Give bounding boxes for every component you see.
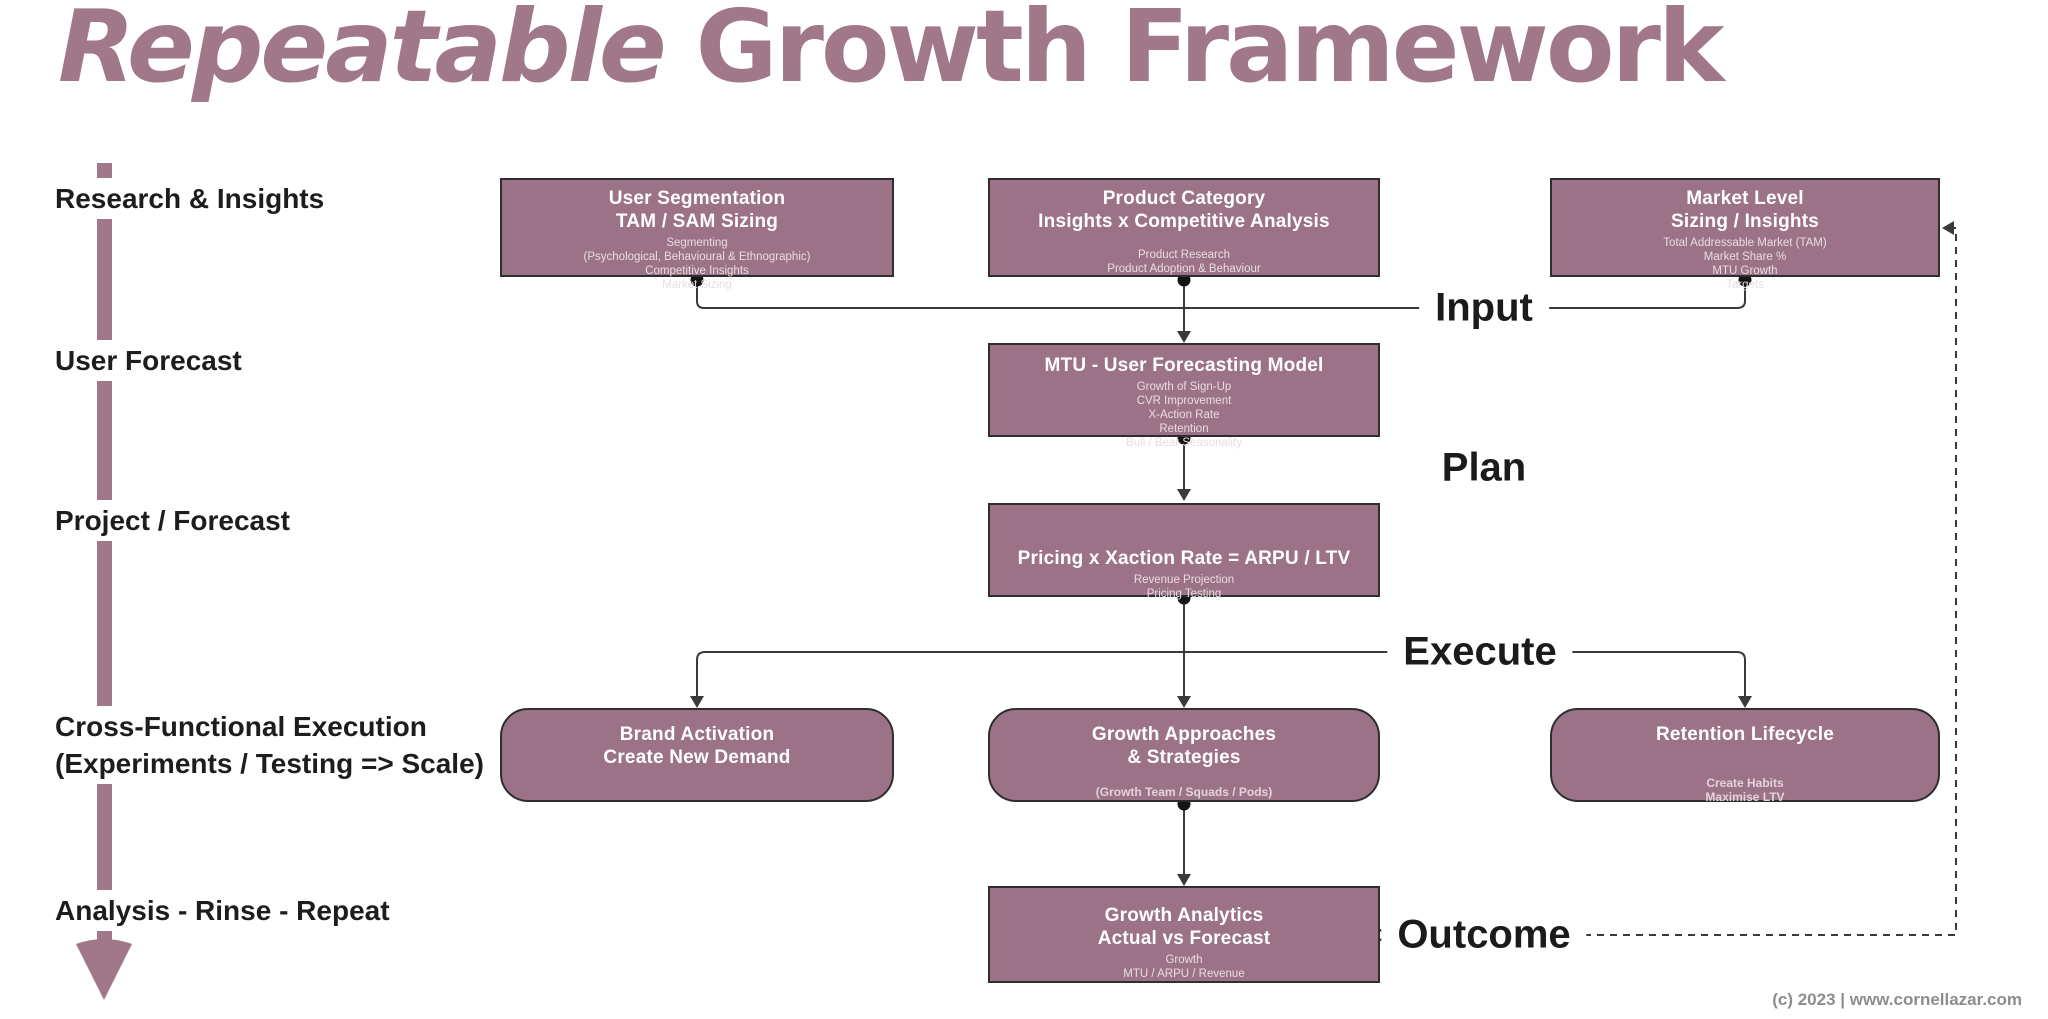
node-market-level: Market Level Sizing / Insights Total Add… xyxy=(1550,178,1940,291)
node-title: Market Level xyxy=(1686,188,1804,209)
node-title: Pricing x Xaction Rate = ARPU / LTV xyxy=(1017,548,1351,569)
node-title: Growth Approaches xyxy=(1091,724,1277,745)
stage-label-execute: Execute xyxy=(1387,629,1573,675)
stage-label-outcome: Outcome xyxy=(1381,912,1587,958)
node-user-segmentation: User Segmentation TAM / SAM Sizing Segme… xyxy=(500,178,894,291)
rail-label-cross-functional: Cross-Functional Execution (Experiments … xyxy=(52,706,494,784)
node-body: Revenue Projection Pricing Testing xyxy=(1133,574,1235,600)
node-body: Growth MTU / ARPU / Revenue xyxy=(1123,954,1245,980)
node-title: Actual vs Forecast xyxy=(1097,928,1271,949)
rail-label-cross-functional-line1: Cross-Functional Execution xyxy=(55,711,427,742)
page-title-italic: Repeatable xyxy=(58,0,667,105)
node-product-category: Product Category Insights x Competitive … xyxy=(988,178,1380,277)
node-title: TAM / SAM Sizing xyxy=(615,211,779,232)
node-growth-analytics: Growth Analytics Actual vs Forecast Grow… xyxy=(988,886,1380,983)
node-body: Segmenting (Psychological, Behavioural &… xyxy=(583,237,811,291)
node-title: & Strategies xyxy=(1127,747,1241,768)
node-body: Product Research Product Adoption & Beha… xyxy=(1107,249,1261,275)
process-rail-arrowhead-icon xyxy=(76,939,132,1000)
process-rail-bar xyxy=(97,163,112,944)
rail-label-research-insights: Research & Insights xyxy=(52,178,335,219)
node-mtu-forecasting-model: MTU - User Forecasting Model Growth of S… xyxy=(988,343,1380,449)
node-title: Retention Lifecycle xyxy=(1655,724,1834,745)
node-title: Insights x Competitive Analysis xyxy=(1038,211,1330,232)
node-body: Total Addressable Market (TAM) Market Sh… xyxy=(1663,237,1827,291)
node-title: Sizing / Insights xyxy=(1670,211,1819,232)
page-title: Repeatable Growth Framework xyxy=(58,0,1725,105)
node-brand-activation: Brand Activation Create New Demand xyxy=(500,708,894,802)
rail-label-cross-functional-line2: (Experiments / Testing => Scale) xyxy=(55,748,484,779)
node-growth-approaches: Growth Approaches & Strategies (Growth T… xyxy=(988,708,1380,802)
arrowheads xyxy=(690,221,1954,886)
node-title: Growth Analytics xyxy=(1104,905,1264,926)
stage-label-input: Input xyxy=(1419,285,1549,331)
footer-credit: (c) 2023 | www.cornellazar.com xyxy=(1772,990,2022,1009)
rail-label-user-forecast: User Forecast xyxy=(52,340,252,381)
node-pricing-arpu-ltv: Pricing x Xaction Rate = ARPU / LTV Reve… xyxy=(988,503,1380,600)
node-retention-lifecycle: Retention Lifecycle Create Habits Maximi… xyxy=(1550,708,1940,804)
node-title: Create New Demand xyxy=(603,747,791,768)
node-title: MTU - User Forecasting Model xyxy=(1044,355,1324,376)
node-body: (Growth Team / Squads / Pods) xyxy=(1095,785,1273,799)
node-title: Product Category xyxy=(1102,188,1266,209)
outcome-feedback-loop xyxy=(1371,227,1957,942)
page-title-rest: Growth Framework xyxy=(663,0,1725,105)
rail-label-project-forecast: Project / Forecast xyxy=(52,500,300,541)
node-title: Brand Activation xyxy=(619,724,775,745)
node-body: Create Habits Maximise LTV xyxy=(1705,776,1785,804)
node-body: Growth of Sign-Up CVR Improvement X-Acti… xyxy=(1126,381,1242,449)
node-title: User Segmentation xyxy=(608,188,786,209)
stage-label-plan: Plan xyxy=(1425,445,1543,491)
rail-label-analysis-rinse-repeat: Analysis - Rinse - Repeat xyxy=(52,890,400,931)
